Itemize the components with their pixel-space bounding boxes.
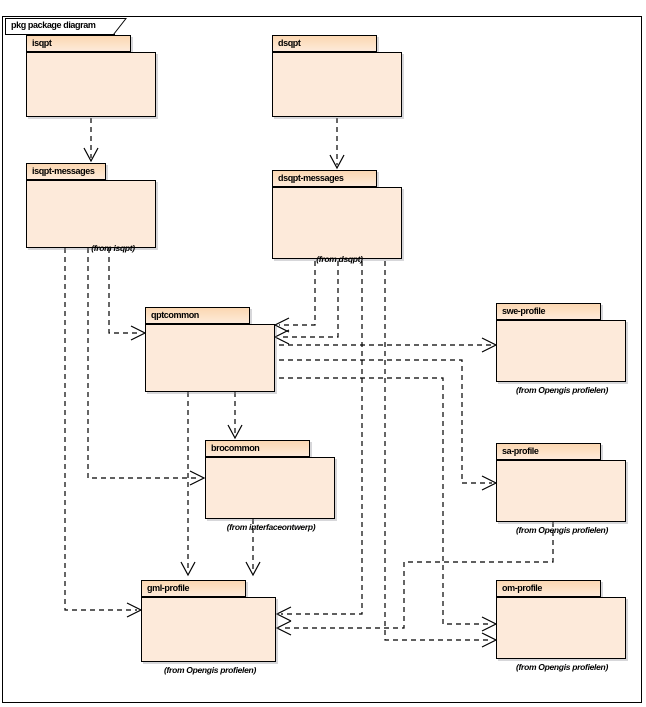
package-brocommon-body	[205, 457, 335, 519]
package-om-profile-label: om-profile	[502, 583, 542, 593]
package-isqpt-messages-body	[26, 180, 156, 248]
package-om-profile[interactable]: om-profile (from Opengis profielen)	[496, 580, 628, 672]
package-dsqpt-messages-label: dsqpt-messages	[278, 173, 344, 183]
package-dsqpt-messages-body	[272, 187, 402, 259]
package-om-profile-from: (from Opengis profielen)	[516, 662, 608, 672]
package-dsqpt-label: dsqpt	[278, 38, 301, 48]
package-om-profile-body	[496, 597, 626, 659]
package-gml-profile-tab: gml-profile	[141, 580, 246, 597]
package-isqpt-body	[26, 52, 156, 117]
package-brocommon[interactable]: brocommon (from interfaceontwerp)	[205, 440, 337, 532]
package-isqpt-messages-label: isqpt-messages	[32, 166, 95, 176]
package-qptcommon-label: qptcommon	[151, 310, 199, 320]
diagram-frame-tab	[5, 18, 115, 35]
package-gml-profile-body	[141, 597, 276, 662]
package-sa-profile-body	[496, 460, 626, 522]
package-sa-profile-tab: sa-profile	[496, 443, 601, 460]
package-dsqpt-tab: dsqpt	[272, 35, 377, 52]
package-isqpt-messages-from: (from isqpt)	[91, 243, 135, 253]
package-qptcommon-body	[145, 324, 275, 392]
package-isqpt[interactable]: isqpt	[26, 35, 158, 119]
package-brocommon-label: brocommon	[211, 443, 260, 453]
package-gml-profile[interactable]: gml-profile (from Opengis profielen)	[141, 580, 278, 675]
diagram-frame-tab-slant	[113, 18, 127, 35]
package-dsqpt-body	[272, 52, 402, 117]
package-swe-profile-label: swe-profile	[502, 306, 546, 316]
package-brocommon-tab: brocommon	[205, 440, 310, 457]
package-sa-profile-from: (from Opengis profielen)	[516, 525, 608, 535]
package-gml-profile-from: (from Opengis profielen)	[164, 665, 256, 675]
package-brocommon-from: (from interfaceontwerp)	[226, 522, 316, 532]
package-sa-profile[interactable]: sa-profile (from Opengis profielen)	[496, 443, 628, 535]
package-isqpt-tab: isqpt	[26, 35, 131, 52]
package-dsqpt-messages-from: (from dsqpt)	[316, 254, 363, 264]
package-isqpt-messages[interactable]: isqpt-messages (from isqpt)	[26, 163, 158, 253]
package-qptcommon-tab: qptcommon	[145, 307, 250, 324]
package-sa-profile-label: sa-profile	[502, 446, 539, 456]
package-dsqpt-messages-tab: dsqpt-messages	[272, 170, 377, 187]
diagram-title: pkg package diagram	[11, 20, 96, 30]
package-swe-profile-body	[496, 320, 626, 382]
package-isqpt-messages-tab: isqpt-messages	[26, 163, 106, 180]
package-dsqpt[interactable]: dsqpt	[272, 35, 404, 119]
package-swe-profile-from: (from Opengis profielen)	[516, 385, 608, 395]
package-swe-profile[interactable]: swe-profile (from Opengis profielen)	[496, 303, 628, 395]
package-qptcommon[interactable]: qptcommon	[145, 307, 277, 393]
package-gml-profile-label: gml-profile	[147, 583, 190, 593]
package-isqpt-label: isqpt	[32, 38, 52, 48]
package-dsqpt-messages[interactable]: dsqpt-messages (from dsqpt)	[272, 170, 404, 264]
package-om-profile-tab: om-profile	[496, 580, 601, 597]
package-swe-profile-tab: swe-profile	[496, 303, 601, 320]
